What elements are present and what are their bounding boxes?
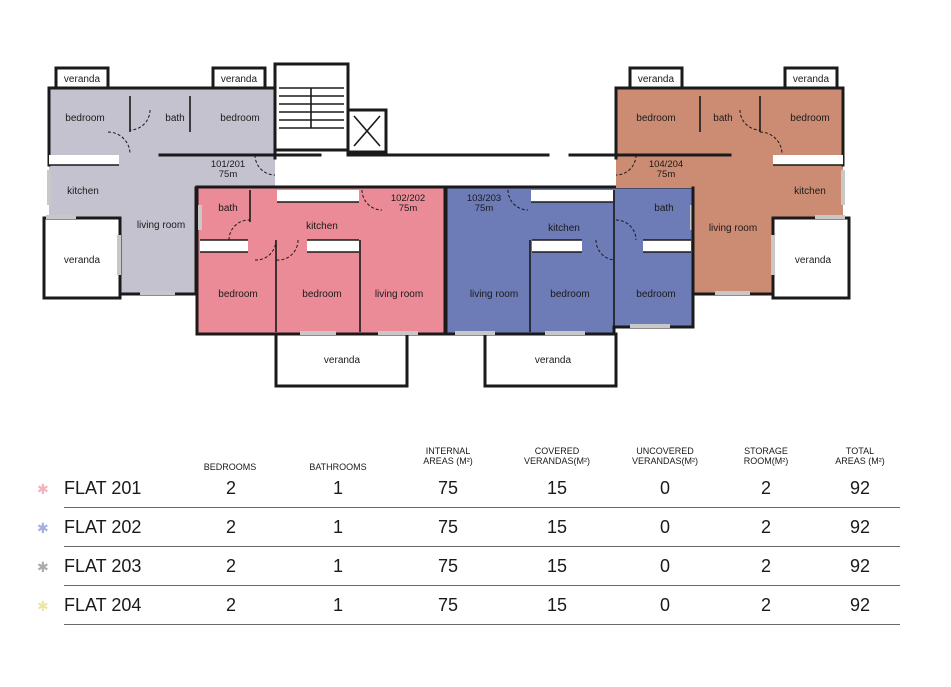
room-label: bedroom <box>550 289 589 300</box>
room-label: kitchen <box>548 223 580 234</box>
total-area-value: 92 <box>849 595 871 615</box>
room-label: veranda <box>795 255 832 266</box>
uncovered-veranda-value: 0 <box>659 595 670 615</box>
flat-name: FLAT 201 <box>64 478 142 498</box>
room-label: bedroom <box>636 113 675 124</box>
total-area-value: 92 <box>849 556 871 576</box>
room-label: bath <box>165 113 184 124</box>
uncovered-veranda-value: 0 <box>659 478 670 498</box>
flat-name: FLAT 203 <box>64 556 142 576</box>
room-label: veranda <box>638 74 675 85</box>
room-label: bath <box>654 203 673 214</box>
covered-veranda-value: 15 <box>546 478 568 498</box>
column-header-bedrooms: BEDROOMS <box>203 462 257 472</box>
unit-area: 75m <box>399 203 418 214</box>
asterisk-icon: ✱ <box>37 520 49 536</box>
unit-number: 101/201 <box>211 159 245 170</box>
room-label: bath <box>218 203 237 214</box>
uncovered-veranda-value: 0 <box>659 556 670 576</box>
covered-veranda-value: 15 <box>546 595 568 615</box>
flat-name: FLAT 202 <box>64 517 142 537</box>
covered-veranda-value: 15 <box>546 517 568 537</box>
bedrooms-value: 2 <box>225 556 236 576</box>
total-area-value: 92 <box>849 517 871 537</box>
internal-area-value: 75 <box>437 478 459 498</box>
flat-103-plan <box>444 185 695 388</box>
room-label: bedroom <box>790 113 829 124</box>
unit-number: 103/203 <box>467 193 501 204</box>
room-label: living room <box>375 289 423 300</box>
room-label: living room <box>137 220 185 231</box>
room-label: bedroom <box>302 289 341 300</box>
bedrooms-value: 2 <box>225 478 236 498</box>
room-label: veranda <box>64 255 101 266</box>
room-label: veranda <box>535 355 572 366</box>
unit-number: 104/204 <box>649 159 683 170</box>
room-label: veranda <box>793 74 830 85</box>
room-label: kitchen <box>306 221 338 232</box>
covered-veranda-value: 15 <box>546 556 568 576</box>
flat-name: FLAT 204 <box>64 595 142 615</box>
bedrooms-value: 2 <box>225 517 236 537</box>
table-row: ✱ FLAT 203 2 1 75 15 0 2 92 <box>37 547 900 586</box>
room-label: veranda <box>324 355 361 366</box>
room-label: kitchen <box>794 186 826 197</box>
bathrooms-value: 1 <box>332 556 343 576</box>
table-row: ✱ FLAT 204 2 1 75 15 0 2 92 <box>37 586 900 625</box>
asterisk-icon: ✱ <box>37 598 49 614</box>
storage-room-value: 2 <box>760 556 771 576</box>
storage-room-value: 2 <box>760 595 771 615</box>
room-label: veranda <box>221 74 258 85</box>
room-label: bedroom <box>636 289 675 300</box>
internal-area-value: 75 <box>437 556 459 576</box>
stair-core <box>273 62 618 157</box>
floor-plan: veranda veranda bedroom bath bedroom kit… <box>42 62 851 388</box>
asterisk-icon: ✱ <box>37 559 49 575</box>
flat-104-plan <box>614 66 851 300</box>
uncovered-veranda-value: 0 <box>659 517 670 537</box>
room-label: living room <box>470 289 518 300</box>
internal-area-value: 75 <box>437 517 459 537</box>
total-area-value: 92 <box>849 478 871 498</box>
unit-area: 75m <box>475 203 494 214</box>
bathrooms-value: 1 <box>332 478 343 498</box>
room-label: bedroom <box>220 113 259 124</box>
room-label: veranda <box>64 74 101 85</box>
bedrooms-value: 2 <box>225 595 236 615</box>
storage-room-value: 2 <box>760 517 771 537</box>
bathrooms-value: 1 <box>332 595 343 615</box>
room-label: living room <box>709 223 757 234</box>
flat-102-plan <box>195 185 447 388</box>
unit-area: 75m <box>219 169 238 180</box>
room-label: bedroom <box>218 289 257 300</box>
asterisk-icon: ✱ <box>37 481 49 497</box>
unit-number: 102/202 <box>391 193 425 204</box>
internal-area-value: 75 <box>437 595 459 615</box>
flat-101-plan <box>42 66 277 300</box>
room-label: bath <box>713 113 732 124</box>
unit-area: 75m <box>657 169 676 180</box>
bathrooms-value: 1 <box>332 517 343 537</box>
table-row: ✱ FLAT 201 2 1 75 15 0 2 92 <box>37 469 900 508</box>
room-label: bedroom <box>65 113 104 124</box>
storage-room-value: 2 <box>760 478 771 498</box>
column-header-bathrooms: BATHROOMS <box>309 462 367 472</box>
room-label: kitchen <box>67 186 99 197</box>
table-row: ✱ FLAT 202 2 1 75 15 0 2 92 <box>37 508 900 547</box>
